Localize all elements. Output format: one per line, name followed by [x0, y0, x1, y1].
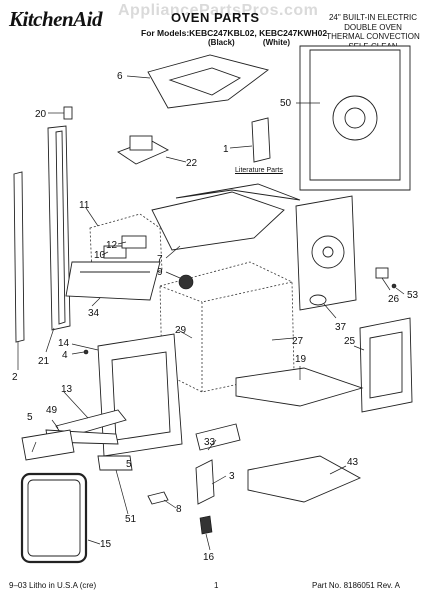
part-top-vent-panel[interactable] — [126, 54, 270, 109]
callout-label: 10 — [94, 250, 106, 261]
callout-label: 2 — [12, 372, 18, 383]
model-variants: (Black) (White) — [208, 38, 316, 47]
literature-parts-label: Literature Parts — [235, 167, 283, 174]
part-side-frame[interactable] — [45, 125, 71, 353]
callout-label: 19 — [295, 354, 307, 365]
part-trim-piece[interactable] — [97, 455, 133, 515]
callout-label: 33 — [204, 437, 216, 448]
part-trim-strip[interactable] — [13, 171, 25, 370]
callout-label: 27 — [292, 336, 304, 347]
part-clip[interactable] — [48, 106, 73, 120]
callout-label: 51 — [125, 514, 137, 525]
footer-part-number: Part No. 8186051 Rev. A — [312, 581, 400, 590]
callout-label: 4 — [62, 350, 68, 361]
models-line: For Models:KEBC247KBL02, KEBC247KWH02 — [141, 28, 328, 38]
callout-label: 1 — [223, 144, 229, 155]
part-door-clip[interactable] — [199, 515, 213, 551]
callout-label: 7 — [157, 254, 163, 265]
callout-label: 9 — [157, 267, 163, 278]
callout-label: 8 — [176, 504, 182, 515]
part-control-panel[interactable] — [65, 261, 161, 307]
part-literature-booklet[interactable] — [229, 117, 271, 163]
variant-black: (Black) — [208, 38, 235, 47]
callout-label: 12 — [106, 240, 118, 251]
callout-label: 43 — [347, 457, 359, 468]
part-drip-pan[interactable] — [247, 455, 362, 503]
part-rail[interactable] — [195, 423, 241, 451]
part-convection-panel[interactable] — [295, 195, 357, 311]
footer-page-number: 1 — [214, 581, 219, 590]
part-back-panel[interactable] — [353, 317, 413, 413]
part-door-gasket[interactable] — [20, 472, 101, 564]
variant-white: (White) — [262, 38, 291, 47]
page-title: OVEN PARTS — [171, 10, 260, 25]
part-vent-bracket[interactable] — [195, 459, 227, 505]
footer-litho: 9–03 Litho in U.S.A (cre) — [9, 581, 97, 590]
part-screw[interactable] — [391, 283, 405, 295]
callout-label: 5 — [126, 459, 132, 470]
part-rear-panel[interactable] — [296, 45, 411, 191]
callout-label: 20 — [35, 109, 47, 120]
part-element-bracket[interactable] — [309, 294, 337, 319]
part-oven-top[interactable] — [151, 183, 301, 259]
description-line: 24" BUILT-IN ELECTRIC — [328, 13, 418, 22]
part-sensor[interactable] — [375, 267, 391, 291]
callout-label: 14 — [58, 338, 70, 349]
callout-label: 50 — [280, 98, 292, 109]
callout-label: 15 — [100, 539, 112, 550]
brand-logo: KitchenAid — [9, 7, 103, 31]
callout-label: 49 — [46, 405, 58, 416]
callout-label: 26 — [388, 294, 400, 305]
callout-label: 3 — [229, 471, 235, 482]
callout-label: 25 — [344, 336, 356, 347]
callout-label: 53 — [407, 290, 419, 301]
part-door-frame[interactable] — [71, 333, 183, 457]
callout-label: 5 — [27, 412, 33, 423]
callout-label: 6 — [117, 71, 123, 82]
description-line: THERMAL CONVECTION — [326, 32, 420, 41]
callout-label: 34 — [88, 308, 100, 319]
callout-label: 37 — [335, 322, 347, 333]
description-line: DOUBLE OVEN — [344, 22, 402, 32]
callout-label: 21 — [38, 356, 50, 367]
watermark: AppliancePartsPros.com — [118, 2, 319, 19]
part-broil-tray[interactable] — [235, 366, 364, 407]
callout-label: 16 — [203, 552, 215, 563]
callout-label: 22 — [186, 158, 198, 169]
callout-label: 29 — [175, 325, 187, 336]
part-hinge-screw[interactable] — [71, 349, 89, 355]
part-top-bracket[interactable] — [117, 135, 187, 165]
callout-label: 13 — [61, 384, 73, 395]
part-latch[interactable] — [147, 491, 177, 509]
part-thermostat[interactable] — [165, 271, 194, 290]
part-door-bracket[interactable] — [21, 429, 75, 461]
callout-label: 11 — [79, 200, 90, 211]
